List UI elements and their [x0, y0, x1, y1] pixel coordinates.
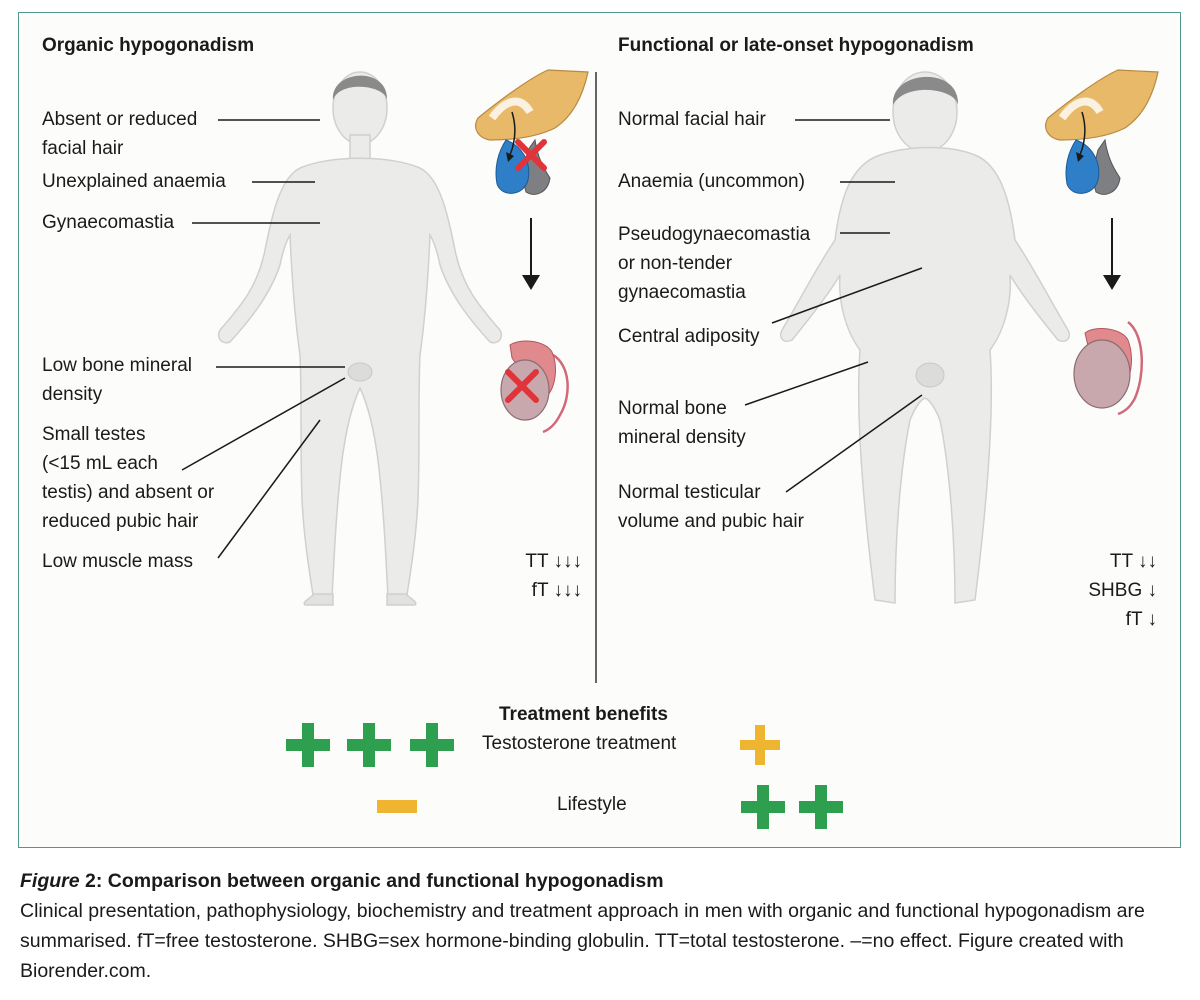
caption-figure-number: 2:	[79, 870, 103, 892]
label-line: Absent or reduced	[42, 109, 198, 130]
right-testis-diagram	[1073, 321, 1144, 416]
tt-value: TT ↓↓	[1109, 551, 1157, 572]
right-leader-lines	[744, 119, 923, 493]
functional-lab-values: TT ↓↓ SHBG ↓ fT ↓	[1088, 547, 1157, 634]
label-anaemia-functional: Anaemia (uncommon)	[618, 171, 805, 192]
left-down-arrow-icon	[522, 218, 540, 290]
left-leader-lines	[181, 119, 346, 559]
label-anaemia-organic: Unexplained anaemia	[42, 171, 226, 192]
label-line: testis) and absent or	[42, 482, 215, 503]
label-line: Pseudogynaecomastia	[618, 224, 811, 245]
label-bone-organic: Low bone mineral density	[42, 351, 192, 409]
obese-genitals	[915, 362, 945, 388]
testosterone-treatment-label: Testosterone treatment	[482, 733, 677, 754]
label-bone-functional: Normal bone mineral density	[618, 394, 746, 452]
lean-hair	[332, 75, 388, 100]
treatment-title: Treatment benefits	[499, 704, 668, 725]
caption-body: Clinical presentation, pathophysiology, …	[20, 900, 1145, 982]
label-line: Normal testicular	[618, 482, 761, 503]
functional-testosterone-plus-icon	[740, 725, 780, 765]
label-facial-hair-organic: Absent or reduced facial hair	[42, 105, 197, 163]
ft-value: fT ↓↓↓	[531, 580, 582, 601]
right-down-arrow-icon	[1103, 218, 1121, 290]
label-muscle-organic: Low muscle mass	[42, 551, 193, 572]
label-line: Low bone mineral	[42, 355, 192, 376]
caption-figure-label: Figure	[20, 870, 80, 892]
label-gynaecomastia-organic: Gynaecomastia	[42, 212, 175, 233]
left-testis-cross-icon	[505, 369, 539, 403]
label-testicular-functional: Normal testicular volume and pubic hair	[618, 478, 804, 536]
label-gynaecomastia-functional: Pseudogynaecomastia or non-tender gynaec…	[618, 220, 810, 307]
functional-lifestyle-plus-icons	[741, 785, 843, 829]
label-line: Small testes	[42, 424, 146, 445]
left-pituitary-cross-icon	[515, 139, 547, 171]
label-line: mineral density	[618, 427, 746, 448]
label-testes-organic: Small testes (<15 mL each testis) and ab…	[42, 420, 214, 536]
label-line: volume and pubic hair	[618, 511, 804, 532]
label-line: density	[42, 384, 103, 405]
shbg-value: SHBG ↓	[1088, 580, 1157, 601]
right-panel-heading: Functional or late-onset hypogonadism	[618, 35, 974, 56]
label-facial-hair-functional: Normal facial hair	[618, 109, 766, 130]
left-panel-heading: Organic hypogonadism	[42, 35, 255, 56]
organic-lifestyle-minus-icon	[377, 800, 417, 813]
obese-body-figure	[780, 71, 1070, 604]
organic-testosterone-plus-icons	[286, 723, 454, 767]
label-line: (<15 mL each	[42, 453, 159, 474]
caption-title-text: Comparison between organic and functiona…	[102, 870, 664, 892]
left-testis-diagram	[500, 340, 569, 434]
label-line: gynaecomastia	[618, 282, 746, 303]
label-line: reduced pubic hair	[42, 511, 199, 532]
label-line: Normal bone	[618, 398, 727, 419]
caption-title: Figure 2: Comparison between organic and…	[20, 866, 1185, 896]
obese-hair	[892, 76, 959, 105]
label-line: facial hair	[42, 138, 124, 159]
ft-value: fT ↓	[1125, 609, 1157, 630]
left-pituitary-diagram	[475, 69, 589, 195]
right-pituitary-diagram	[1045, 69, 1159, 195]
tt-value: TT ↓↓↓	[525, 551, 582, 572]
lean-body-figure	[218, 71, 502, 606]
lifestyle-label: Lifestyle	[557, 794, 627, 815]
label-adiposity-functional: Central adiposity	[618, 326, 760, 347]
organic-lab-values: TT ↓↓↓ fT ↓↓↓	[525, 547, 582, 605]
figure-caption: Figure 2: Comparison between organic and…	[20, 866, 1185, 986]
label-line: or non-tender	[618, 253, 733, 274]
lean-genitals	[347, 362, 373, 382]
